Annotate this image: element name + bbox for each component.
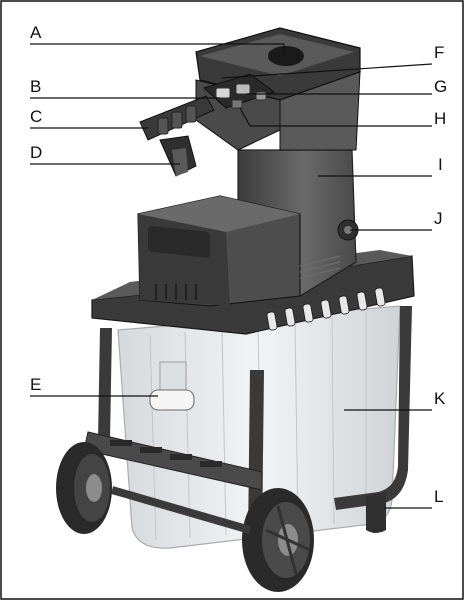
label-h: H — [434, 109, 446, 128]
label-k: K — [434, 389, 446, 408]
frame-crossbar — [83, 431, 263, 491]
right-wheel — [242, 488, 314, 592]
part-labels: A B C D E F G H I J K L — [30, 23, 447, 506]
label-b: B — [30, 77, 41, 96]
label-e: E — [30, 375, 41, 394]
label-c: C — [30, 107, 42, 126]
axle — [110, 486, 252, 534]
bin-handle — [149, 361, 195, 411]
label-a: A — [30, 23, 42, 42]
support-foot — [366, 492, 386, 533]
label-l: L — [434, 487, 443, 506]
label-g: G — [434, 77, 447, 96]
motor-housing — [137, 149, 357, 307]
label-i: I — [438, 155, 443, 174]
label-f: F — [434, 43, 444, 62]
label-d: D — [30, 143, 42, 162]
adjustment-knob — [337, 219, 359, 241]
leader-f — [221, 63, 433, 79]
label-j: J — [434, 209, 443, 228]
leader-h-drop — [239, 107, 251, 127]
leader-lines — [30, 43, 433, 509]
left-wheel — [56, 442, 112, 534]
switch-panel — [203, 73, 276, 109]
